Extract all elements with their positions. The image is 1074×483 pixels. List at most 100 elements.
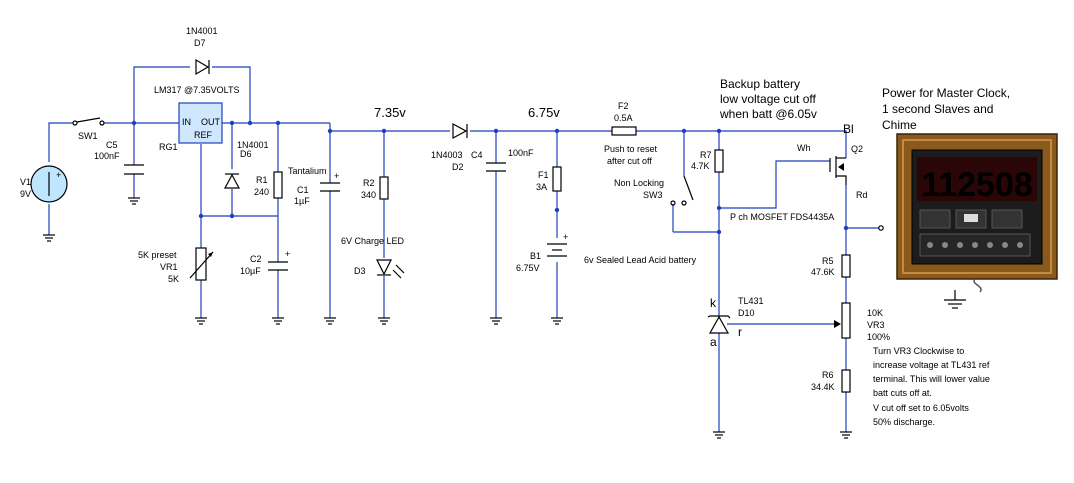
f1-fuse [552,166,562,192]
note-power-1: Power for Master Clock, [882,86,1010,100]
note-power-3: Chime [882,118,917,132]
d2-ref: D2 [452,162,464,172]
c4-ref: C4 [471,150,483,160]
note-backup-2: low voltage cut off [720,92,817,106]
wires [48,66,879,432]
vr1-note: 5K preset [138,250,177,260]
r5-resistor [841,254,851,278]
c5-value: 100nF [94,151,120,161]
clock-display: 112508 [921,166,1033,204]
vr3-value: 10K [867,308,883,318]
note-backup-3: when batt @6.05v [719,107,817,121]
d3-led [376,259,405,279]
node-6-75v: 6.75v [528,105,560,120]
vr1-potentiometer [189,247,214,281]
d6-diode [223,173,241,189]
r6-ref: R6 [822,370,834,380]
c5-ref: C5 [106,140,118,150]
r7-resistor [714,149,724,173]
q2-mosfet [829,156,847,185]
note-vr3-6: 50% discharge. [873,417,935,427]
d2-diode [452,122,468,140]
note-vr3-4: batt cuts off at. [873,388,932,398]
d6-part: 1N4001 [237,140,269,150]
d6-ref: D6 [240,149,252,159]
d7-diode [195,58,210,76]
vr1-ref: VR1 [160,262,178,272]
r5-value: 47.6K [811,267,835,277]
r7-ref: R7 [700,150,712,160]
d10-k: k [710,296,717,310]
sw1-switch [72,117,105,126]
junctions [131,120,849,235]
r6-resistor [841,369,851,393]
vr3-potentiometer [834,302,851,339]
f1-value: 3A [536,182,547,192]
f2-value: 0.5A [614,113,633,123]
b1-battery: + [547,232,568,257]
svg-text:+: + [56,170,61,180]
node-7-35v: 7.35v [374,105,406,120]
vr1-value: 5K [168,274,179,284]
sw3-note3: Non Locking [614,178,664,188]
c4-value: 100nF [508,148,534,158]
rg1-ref: RG1 [159,142,178,152]
r6-value: 34.4K [811,382,835,392]
r1-value: 240 [254,187,269,197]
d3-note: 6V Charge LED [341,236,405,246]
b1-ref: B1 [530,251,541,261]
rg1-pin-out: OUT [201,117,221,127]
rg1-pin-ref: REF [194,130,213,140]
labels: 1N4001 D7 LM317 @7.35VOLTS IN OUT REF RG… [20,26,1010,427]
c5-capacitor [124,164,144,175]
c1-value: 1µF [294,196,310,206]
r1-resistor [273,171,283,199]
note-vr3-5: V cut off set to 6.05volts [873,403,969,413]
c2-capacitor: + [268,249,290,271]
c1-note: Tantalium [288,166,327,176]
ground-symbols [43,197,966,439]
wire-rd: Rd [856,190,868,200]
sw3-note2: after cut off [607,156,652,166]
svg-text:+: + [285,249,290,259]
rg1-part: LM317 @7.35VOLTS [154,85,240,95]
r1-ref: R1 [256,175,268,185]
q2-ref: Q2 [851,144,863,154]
sw3-ref: SW3 [643,190,663,200]
r5-ref: R5 [822,256,834,266]
f1-ref: F1 [538,170,549,180]
rg1-pin-in: IN [182,117,191,127]
wire-wh: Wh [797,143,811,153]
v1-value: 9V [20,189,31,199]
c2-value: 10µF [240,266,261,276]
f2-fuse [611,126,637,136]
v1-ref: V1 [20,177,31,187]
v1-source: + [30,165,68,203]
wire-bl: Bl [843,122,854,136]
sw3-switch [670,175,694,206]
d10-a: a [710,335,717,349]
c2-ref: C2 [250,254,262,264]
d10-tl431 [707,315,731,334]
svg-text:+: + [563,232,568,242]
note-vr3-1: Turn VR3 Clockwise to [873,346,964,356]
d7-part: 1N4001 [186,26,218,36]
f2-ref: F2 [618,101,629,111]
b1-note: 6v Sealed Lead Acid battery [584,255,697,265]
c1-capacitor: + [320,171,340,192]
d10-ref: D10 [738,308,755,318]
rg1-regulator [178,102,223,144]
c4-capacitor [486,162,506,172]
d2-part: 1N4003 [431,150,463,160]
r2-resistor [379,176,389,200]
r7-value: 4.7K [691,161,710,171]
master-clock-picture: 112508 [896,133,1058,293]
d3-ref: D3 [354,266,366,276]
vr3-ref: VR3 [867,320,885,330]
r2-value: 340 [361,190,376,200]
d10-r: r [738,325,742,339]
d7-ref: D7 [194,38,206,48]
svg-text:+: + [334,171,339,181]
sw3-note1: Push to reset [604,144,658,154]
